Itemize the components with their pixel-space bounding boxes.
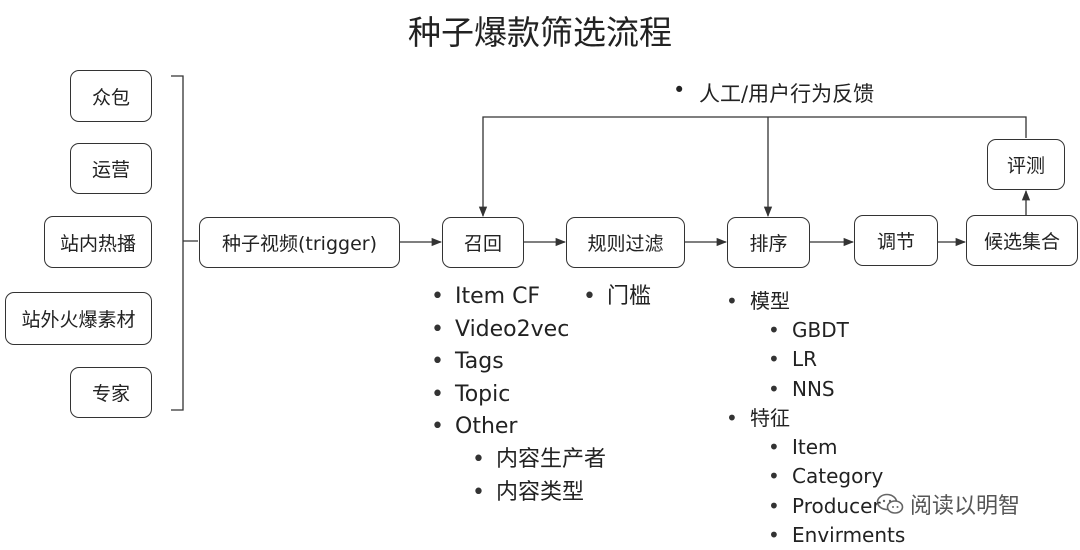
sort-node: 排序 bbox=[727, 217, 810, 268]
recall-other-sublist: 内容生产者 内容类型 bbox=[472, 444, 606, 510]
source-node-offsite-hot: 站外火爆素材 bbox=[5, 292, 152, 345]
source-node-operations: 运营 bbox=[70, 143, 152, 194]
source-node-expert: 专家 bbox=[70, 367, 152, 418]
source-node-onsite-hot: 站内热播 bbox=[44, 216, 152, 268]
sort-feature-list: 特征 bbox=[726, 404, 790, 434]
sources-bracket bbox=[171, 75, 198, 411]
recall-node: 召回 bbox=[442, 217, 524, 268]
sort-model-list: 模型 bbox=[726, 287, 790, 317]
diagram-title: 种子爆款筛选流程 bbox=[408, 13, 672, 52]
sort-features-sublist: Item Category Producer Envirments bbox=[768, 433, 905, 550]
list-item: Tags bbox=[431, 346, 569, 379]
list-item: Video2vec bbox=[431, 314, 569, 347]
seed-video-node: 种子视频(trigger) bbox=[199, 217, 400, 268]
source-node-crowdsource: 众包 bbox=[70, 70, 152, 122]
list-item: Envirments bbox=[768, 521, 905, 550]
list-item: Topic bbox=[431, 379, 569, 412]
sort-models-sublist: GBDT LR NNS bbox=[768, 316, 849, 405]
list-item: Other bbox=[431, 411, 569, 444]
filter-rules-list: 门槛 bbox=[583, 281, 651, 314]
list-item: 门槛 bbox=[583, 281, 651, 314]
list-item: Category bbox=[768, 462, 905, 492]
wechat-icon bbox=[876, 493, 904, 514]
list-item: GBDT bbox=[768, 316, 849, 346]
feedback-label: 人工/用户行为反馈 bbox=[673, 78, 874, 108]
list-item: LR bbox=[768, 345, 849, 375]
feedback-loop bbox=[478, 116, 1027, 218]
watermark-text: 阅读以明智 bbox=[910, 494, 1021, 519]
list-item: 特征 bbox=[726, 404, 790, 434]
list-item: 模型 bbox=[726, 287, 790, 317]
filter-node: 规则过滤 bbox=[566, 217, 685, 268]
list-item: Item bbox=[768, 433, 905, 463]
eval-node: 评测 bbox=[987, 139, 1065, 190]
list-item: 内容生产者 bbox=[472, 444, 606, 477]
list-item: NNS bbox=[768, 375, 849, 405]
list-item: Producer bbox=[768, 492, 905, 522]
candidates-node: 候选集合 bbox=[966, 215, 1078, 266]
recall-methods-list: Item CF Video2vec Tags Topic Other bbox=[431, 281, 569, 444]
list-item: 内容类型 bbox=[472, 477, 606, 510]
list-item: Item CF bbox=[431, 281, 569, 314]
watermark: 阅读以明智 bbox=[876, 488, 1020, 520]
adjust-node: 调节 bbox=[854, 215, 938, 266]
